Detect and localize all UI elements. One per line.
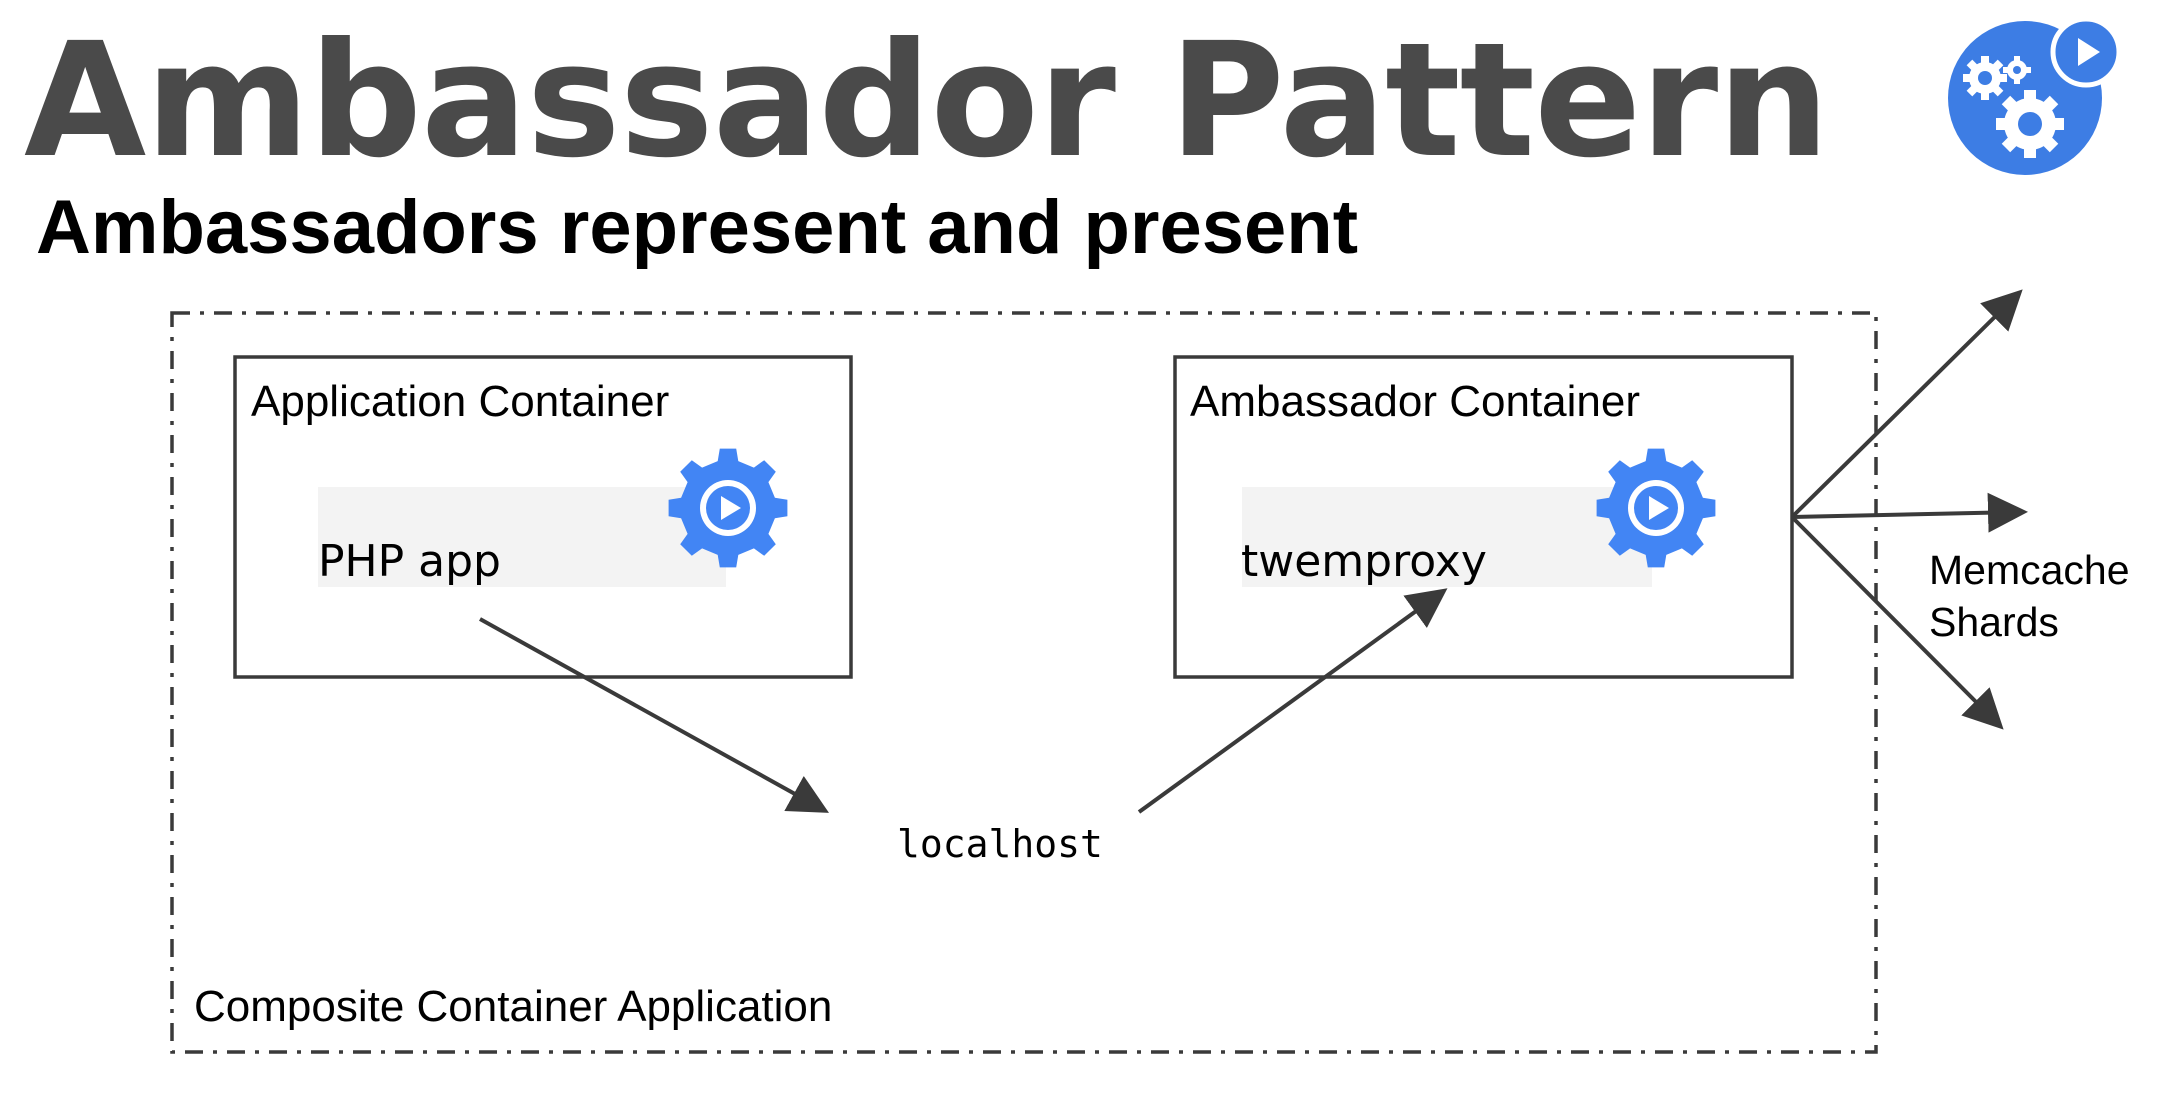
application-container-label: Application Container	[251, 377, 670, 426]
twemproxy-inner-box	[1242, 487, 1652, 587]
memcache-shards-label-line1: Memcache	[1929, 547, 2130, 593]
kubernetes-gears-logo-icon	[1948, 16, 2122, 175]
arrow-php-to-localhost	[479, 617, 829, 813]
composite-container-boundary	[170, 311, 1878, 1054]
arrow-to-shard-3	[1790, 515, 2004, 730]
composite-container-label: Composite Container Application	[194, 982, 833, 1031]
ambassador-container-label: Ambassador Container	[1190, 377, 1641, 426]
php-app-inner-box	[318, 487, 726, 587]
play-triangle	[1649, 496, 1669, 520]
arrow-to-shard-1	[1790, 289, 2023, 519]
arrow-localhost-to-twemproxy	[1137, 588, 1448, 814]
gear-play-icon	[668, 448, 788, 568]
application-container-box	[233, 355, 853, 679]
php-app-label: PHP app	[318, 536, 501, 587]
slide-title: Ambassador Pattern	[24, 9, 1830, 193]
play-triangle	[721, 496, 741, 520]
slide-subtitle: Ambassadors represent and present	[36, 185, 1359, 270]
localhost-label: localhost	[897, 822, 1103, 866]
memcache-shards-label-line2: Shards	[1929, 599, 2059, 645]
twemproxy-label: twemproxy	[1241, 536, 1487, 587]
arrow-to-shard-2	[1791, 492, 2028, 533]
gear-play-icon	[1596, 448, 1716, 568]
